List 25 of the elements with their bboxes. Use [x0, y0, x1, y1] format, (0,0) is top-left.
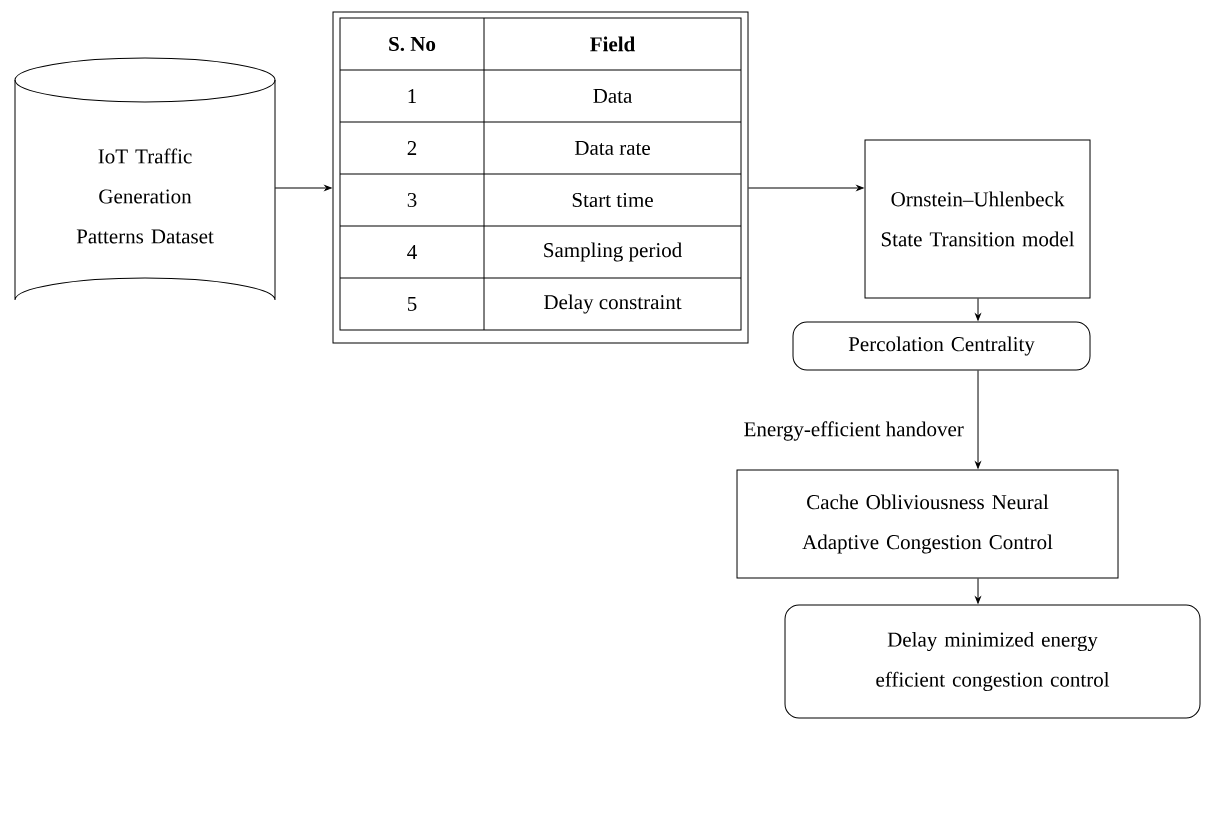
rounded-box: Percolation Centrality: [792, 321, 1091, 371]
node-label: IoT Traffic Generation Patterns Dataset: [76, 148, 214, 244]
arrow: [975, 578, 981, 604]
process-box: Cache Obliviousness Neural Adaptive Congestion Control: [736, 469, 1119, 579]
table-entry: 2: [407, 141, 417, 155]
database-cylinder: IoT Traffic Generation Patterns Dataset: [14, 57, 276, 301]
table-entry: Data rate: [574, 141, 650, 155]
table-entry: 4: [407, 245, 417, 259]
process-box: Ornstein–Uhlenbeck State Transition model: [864, 139, 1091, 299]
table-entry: Sampling period: [544, 242, 682, 262]
rounded-box: Delay minimized energy efficient congestion control: [784, 604, 1201, 719]
arrow: [748, 185, 864, 191]
table-entry: 1: [408, 89, 416, 103]
table-entry: Data: [593, 89, 633, 103]
arrow: [975, 370, 981, 469]
table-entry: Delay constraint: [544, 294, 682, 314]
table-box: [332, 11, 749, 344]
table-header: S. No: [389, 36, 436, 52]
arrow: [975, 298, 981, 321]
table-header: Field: [590, 36, 636, 52]
edge-label: Energy-efficient handover: [741, 419, 966, 443]
arrow: [274, 185, 332, 191]
table-entry: 5: [408, 297, 417, 311]
table-entry: 3: [407, 192, 417, 208]
table-entry: Start time: [572, 192, 653, 208]
